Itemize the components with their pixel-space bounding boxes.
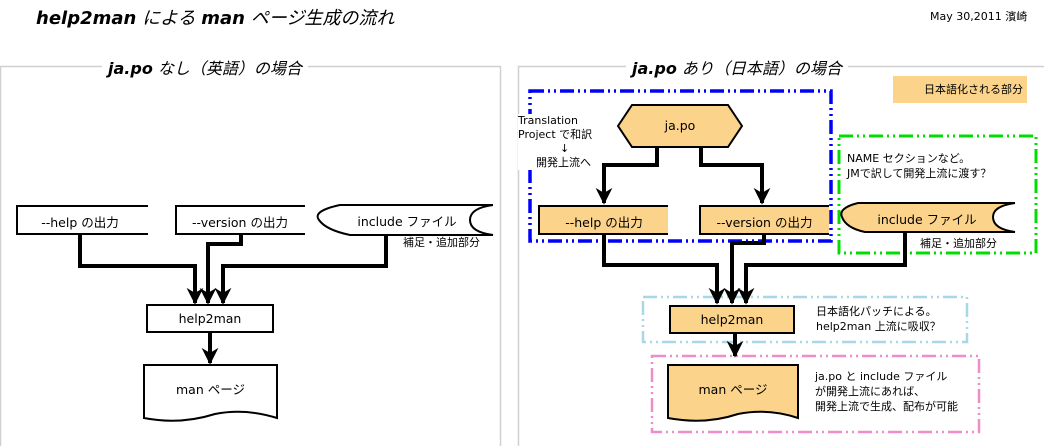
left-include-note: 補足・追加部分	[403, 236, 480, 249]
left-man-page-label: man ページ	[176, 382, 245, 397]
arrow-help-to-help2man	[602, 234, 726, 305]
distribution-group-frame	[650, 354, 981, 434]
left-include-label: include ファイル	[357, 214, 457, 229]
translation-group-frame	[528, 89, 833, 243]
left-panel-title: ja.po なし（英語）の場合	[102, 55, 308, 79]
right-version-output-label: --version の出力	[716, 215, 813, 230]
left-help-output-label: --help の出力	[41, 215, 119, 230]
left-connectors	[78, 234, 388, 365]
right-include-shape	[840, 202, 1016, 233]
arrow-japo-to-help	[595, 146, 659, 205]
distribution-note: ja.po と include ファイル が開発上流にあれば、 開発上流で生成、…	[815, 370, 958, 413]
right-help-output-label: --help の出力	[565, 215, 643, 230]
right-include-label: include ファイル	[877, 212, 977, 227]
include-group-frame	[837, 134, 1038, 255]
arrow-version-to-help2man	[199, 234, 243, 305]
arrow-include-to-help2man	[214, 234, 388, 305]
patch-group-frame	[641, 295, 969, 344]
right-version-output-shape	[700, 206, 829, 234]
translation-note: Translation Project で和訳 ↓ 開発上流へ	[518, 114, 593, 170]
right-include-note: 補足・追加部分	[920, 237, 997, 250]
arrow-include-to-help2man	[737, 232, 907, 305]
left-version-output-shape	[175, 205, 305, 235]
right-man-page-shape	[667, 364, 799, 422]
left-help-output-shape	[16, 205, 148, 235]
right-man-page-label: man ページ	[698, 382, 768, 397]
right-connectors	[595, 146, 907, 358]
left-version-output-label: --version の出力	[192, 215, 288, 230]
left-help2man-label: help2man	[178, 311, 242, 326]
left-include-shape	[316, 204, 494, 236]
left-help2man-shape	[146, 304, 274, 333]
date-author: May 30,2011 濱崎	[930, 10, 1028, 23]
arrow-japo-to-version	[699, 146, 771, 205]
japo-shape	[616, 104, 744, 148]
right-panel-title: ja.po あり（日本語）の場合	[626, 55, 848, 79]
patch-note: 日本語化パッチによる。 help2man 上流に吸収？	[816, 305, 941, 333]
arrow-version-to-help2man	[723, 234, 766, 305]
page-title: help2man による man ページ生成の流れ	[36, 8, 395, 29]
right-help-output-shape	[539, 206, 668, 234]
include-group-note: NAME セクションなど。 JMで訳して開発上流に渡す？	[847, 152, 992, 180]
left-man-page-shape	[143, 364, 278, 422]
arrow-help-to-help2man	[78, 234, 204, 305]
japo-label: ja.po	[664, 118, 696, 133]
right-help2man-shape	[669, 305, 795, 334]
legend-localized: 日本語化される部分	[893, 76, 1027, 103]
right-help2man-label: help2man	[700, 312, 764, 327]
